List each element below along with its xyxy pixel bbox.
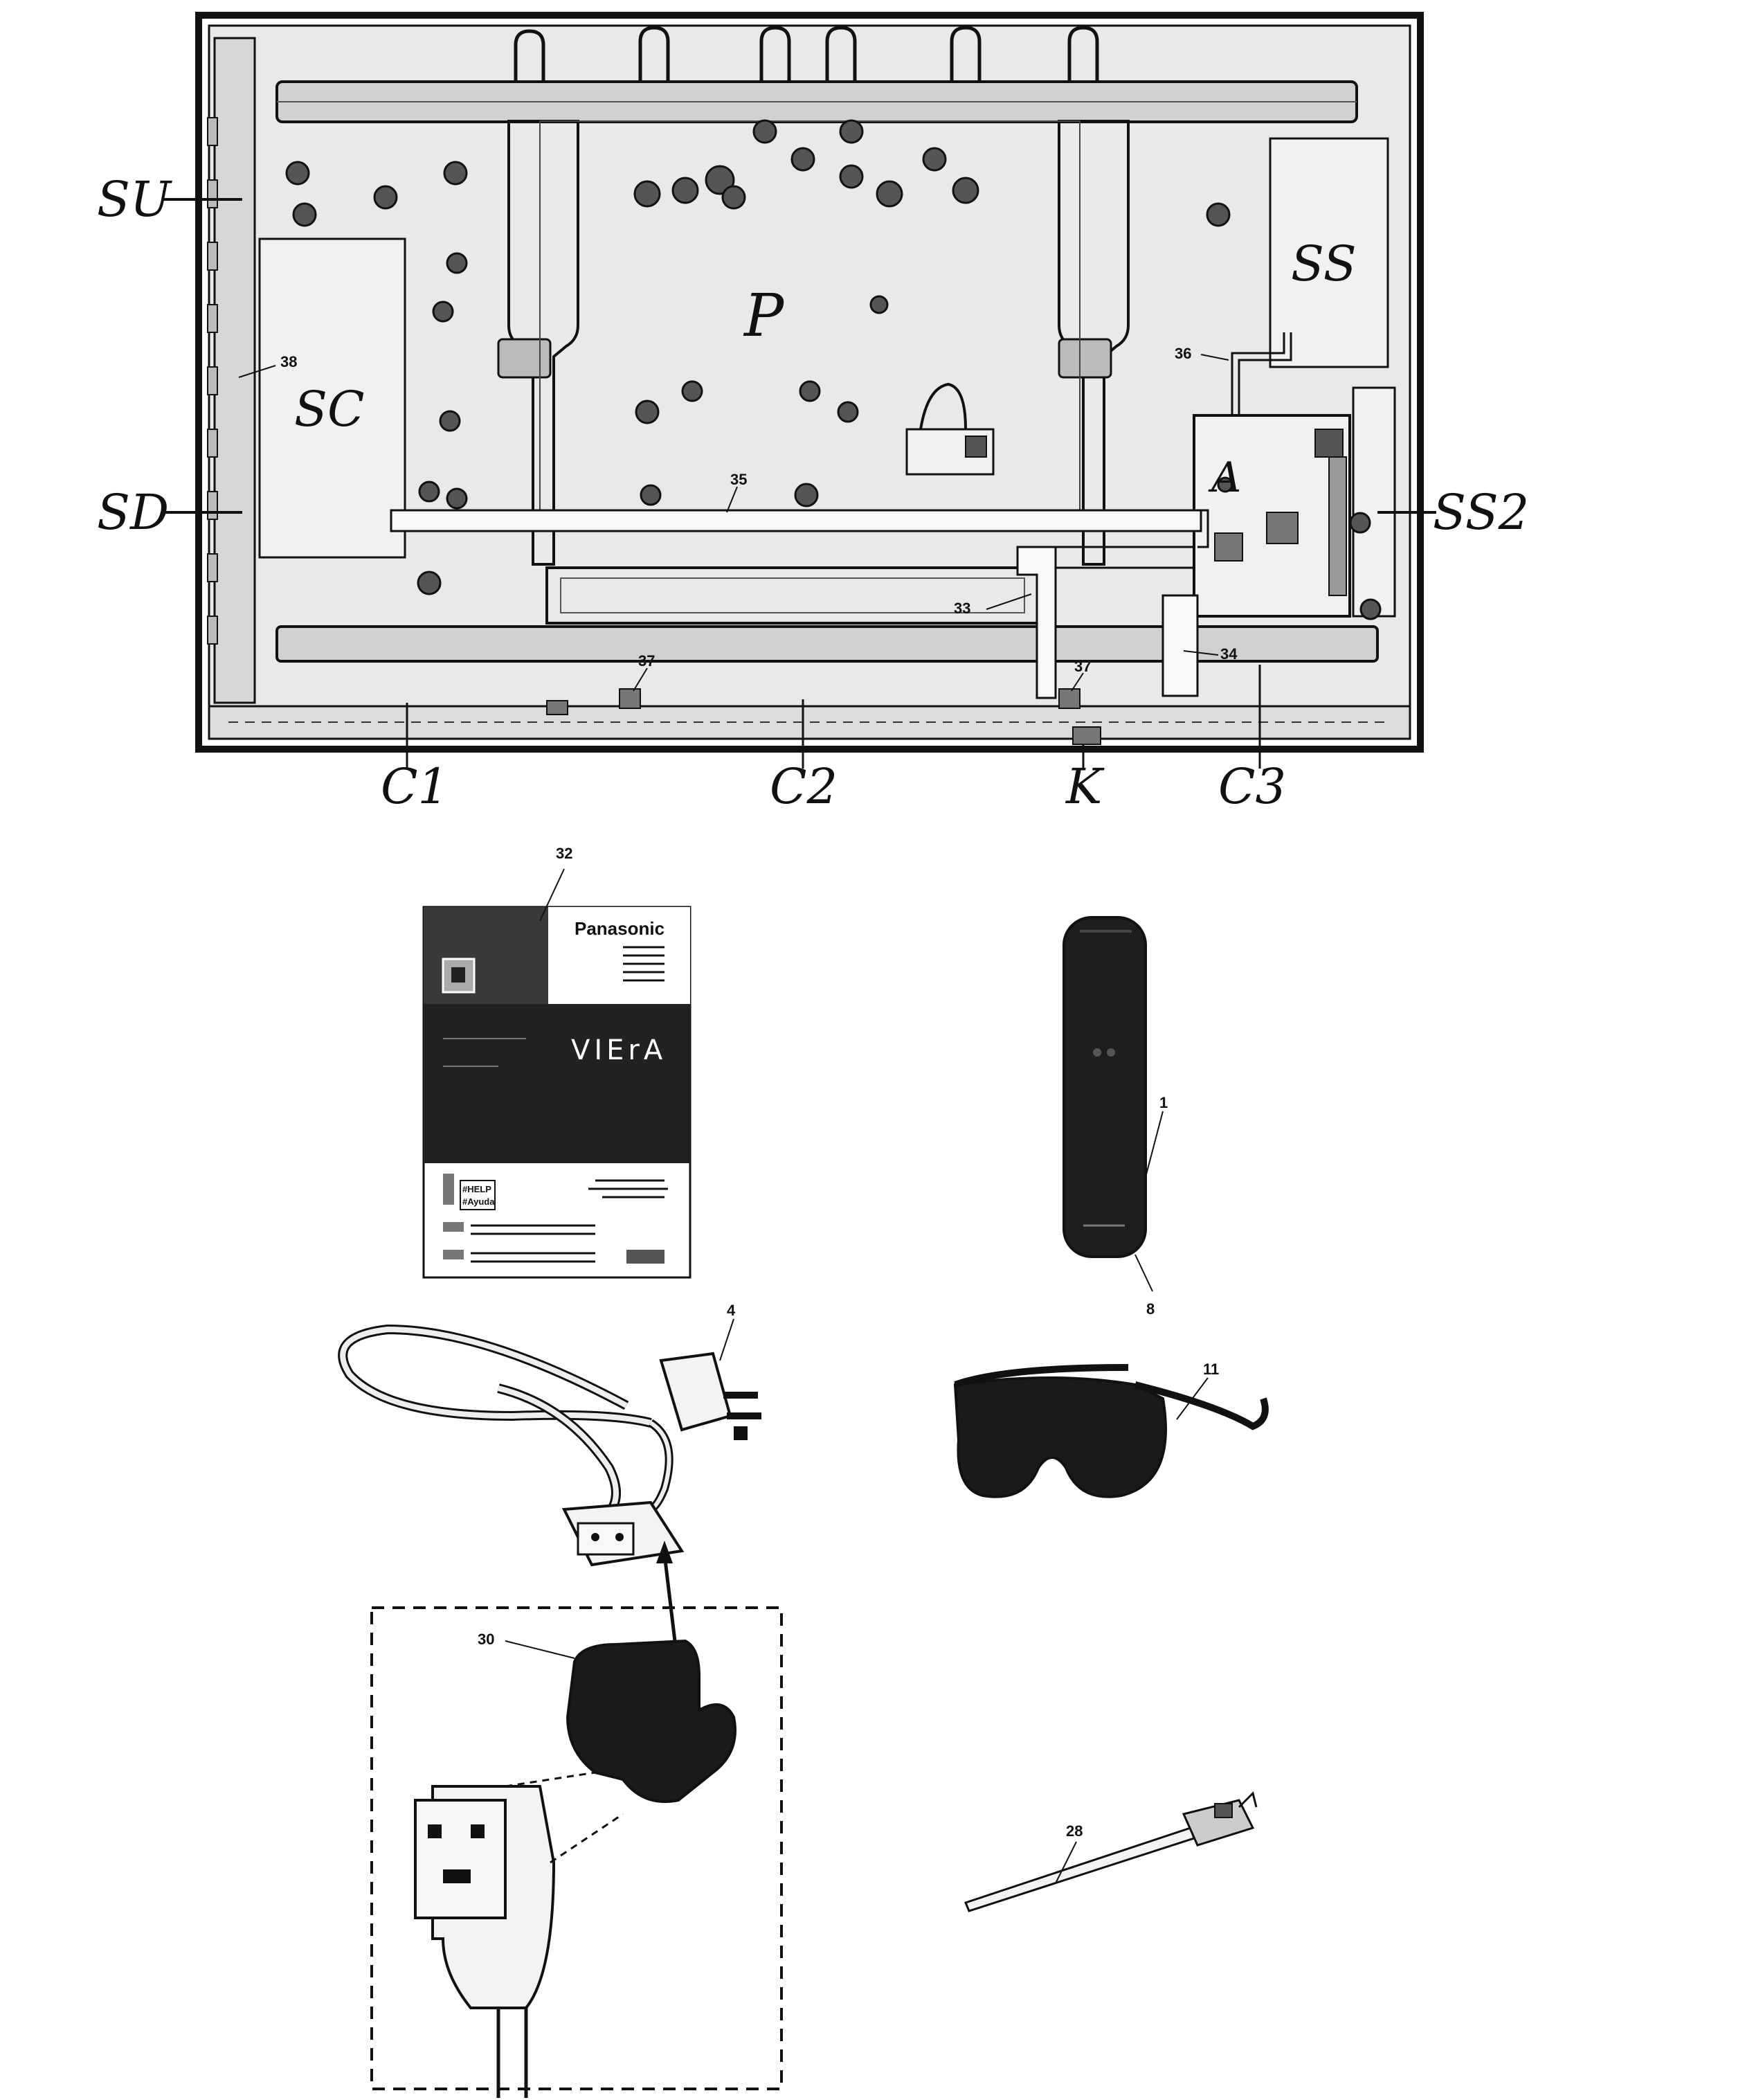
callout-37-right: 37 (1071, 658, 1091, 692)
board-label-k: K (1065, 744, 1105, 815)
svg-text:28: 28 (1066, 1822, 1083, 1840)
callout-4: 4 (719, 1302, 736, 1361)
board-label-sc: SC (294, 381, 365, 438)
svg-text:30: 30 (478, 1631, 494, 1648)
cable-tie (964, 1791, 1258, 1912)
board-label-p: P (743, 282, 785, 350)
appliance-plug (414, 1771, 624, 2098)
power-cord (338, 1324, 673, 1516)
board-label-sd: SD (97, 484, 242, 541)
remote-control (1063, 916, 1147, 1258)
board-label-c3: C3 (1218, 665, 1286, 815)
manual-help-line2: #Ayuda (462, 1196, 495, 1207)
clamper (566, 1639, 736, 1803)
svg-text:35: 35 (730, 471, 747, 488)
manual-product-logo: VIErA (571, 1034, 667, 1066)
svg-text:38: 38 (280, 353, 297, 370)
power-cord-connector (561, 1500, 685, 1567)
svg-text:4: 4 (727, 1302, 736, 1319)
svg-text:37: 37 (638, 652, 655, 670)
svg-text:C2: C2 (770, 758, 838, 815)
board-label-ss2: SS2 (1377, 484, 1529, 541)
board-label-c2: C2 (770, 699, 838, 815)
svg-text:SD: SD (97, 484, 169, 541)
svg-text:36: 36 (1175, 345, 1191, 362)
callout-30: 30 (478, 1631, 575, 1659)
svg-text:33: 33 (954, 600, 970, 617)
detail-box (370, 1541, 783, 2090)
callout-35: 35 (726, 471, 747, 513)
3d-glasses (953, 1364, 1269, 1498)
svg-text:SS2: SS2 (1433, 484, 1529, 541)
board-label-c1: C1 (381, 703, 449, 815)
svg-text:8: 8 (1146, 1300, 1155, 1318)
manual-help-line1: #HELP (462, 1184, 491, 1194)
callout-8: 8 (1134, 1254, 1155, 1318)
callout-37-left: 37 (633, 652, 655, 692)
svg-text:37: 37 (1074, 658, 1091, 675)
svg-text:C3: C3 (1218, 758, 1286, 815)
board-label-su: SU (97, 171, 242, 228)
tv-chassis (195, 12, 1424, 753)
callout-38: 38 (238, 353, 297, 378)
power-plug (659, 1352, 761, 1440)
svg-text:11: 11 (1203, 1361, 1219, 1378)
callout-11: 11 (1176, 1361, 1219, 1420)
callout-32: 32 (539, 845, 572, 922)
svg-text:SU: SU (97, 171, 172, 228)
svg-text:32: 32 (556, 845, 572, 862)
callout-1: 1 (1145, 1094, 1168, 1178)
svg-text:K: K (1065, 758, 1105, 815)
callout-34: 34 (1183, 645, 1238, 663)
callout-28: 28 (1055, 1822, 1083, 1884)
svg-text:1: 1 (1159, 1094, 1168, 1111)
callout-36: 36 (1175, 345, 1229, 362)
svg-text:34: 34 (1220, 645, 1238, 663)
manual-brand: Panasonic (575, 918, 664, 939)
board-label-a: A (1208, 454, 1241, 502)
board-label-ss: SS (1291, 235, 1357, 292)
callout-33: 33 (954, 593, 1032, 617)
operating-instructions-manual: Panasonic VIErA #HELP #Ayuda (422, 906, 691, 1279)
svg-text:C1: C1 (381, 758, 449, 815)
